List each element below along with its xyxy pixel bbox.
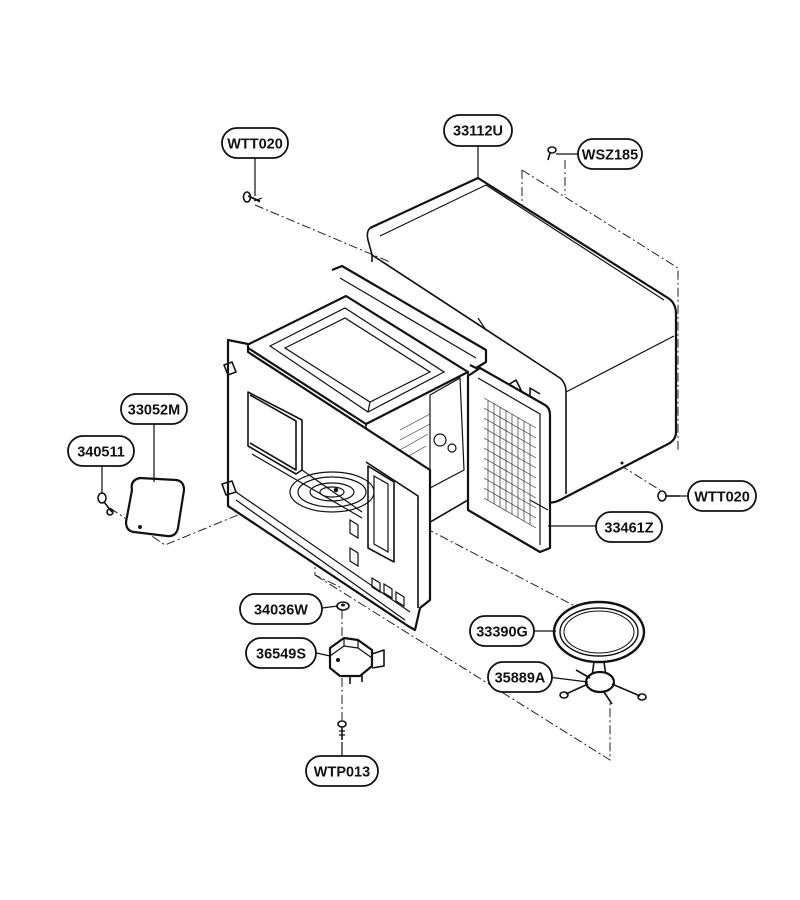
turntable-motor (328, 636, 385, 684)
svg-text:36549S: 36549S (256, 647, 306, 663)
svg-text:WTT020: WTT020 (227, 137, 283, 153)
rear-panel (466, 366, 552, 554)
svg-text:33461Z: 33461Z (604, 521, 653, 537)
part-label-wtt020-right[interactable]: WTT020 (687, 480, 757, 512)
svg-text:WTP013: WTP013 (314, 765, 370, 781)
part-label-340511[interactable]: 340511 (67, 435, 135, 467)
roller-ring (552, 600, 646, 664)
svg-text:33112U: 33112U (453, 124, 503, 140)
svg-text:WSZ185: WSZ185 (582, 148, 638, 164)
svg-text:WTT020: WTT020 (694, 490, 750, 506)
svg-text:33052M: 33052M (128, 403, 180, 419)
part-label-wtt020-top[interactable]: WTT020 (221, 127, 289, 159)
svg-text:34036W: 34036W (254, 603, 308, 619)
part-label-wtp013[interactable]: WTP013 (305, 755, 379, 787)
screw-wtt020-right (657, 490, 680, 502)
coupler (336, 601, 350, 611)
part-label-34036w[interactable]: 34036W (239, 593, 323, 625)
part-label-33390g[interactable]: 33390G (469, 615, 535, 647)
svg-text:340511: 340511 (77, 445, 125, 461)
part-label-33461z[interactable]: 33461Z (595, 511, 663, 543)
screw-wsz185 (547, 146, 557, 161)
part-label-33112u[interactable]: 33112U (443, 114, 513, 147)
oven-cavity (221, 264, 488, 632)
screw-wtp013 (337, 720, 347, 740)
part-label-35889a[interactable]: 35889A (487, 661, 553, 693)
part-label-33052m[interactable]: 33052M (120, 393, 188, 425)
svg-text:33390G: 33390G (476, 625, 528, 641)
side-cover-plate (124, 476, 186, 538)
part-label-36549s[interactable]: 36549S (245, 637, 317, 669)
part-label-wsz185[interactable]: WSZ185 (577, 138, 643, 170)
screw-340511 (97, 492, 114, 516)
svg-text:35889A: 35889A (495, 671, 546, 687)
screw-wtt020-top (242, 191, 263, 203)
roller-support (559, 661, 647, 705)
